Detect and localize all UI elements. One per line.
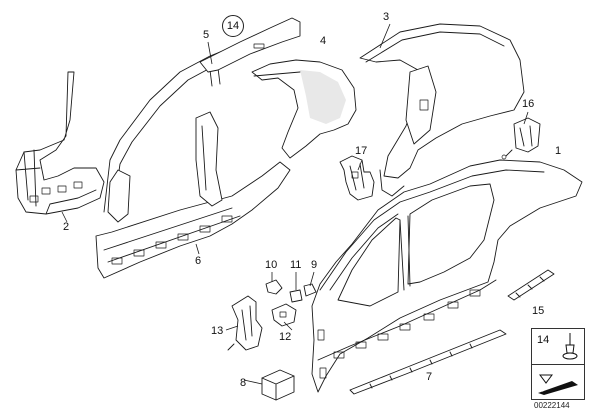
callout-16: 16 <box>522 98 535 110</box>
part-6-side-frame-inner[interactable] <box>95 19 297 279</box>
callout-2: 2 <box>63 221 70 233</box>
callout-8: 8 <box>240 377 247 389</box>
part-17-bracket[interactable] <box>339 155 375 201</box>
legend-divider <box>532 364 584 365</box>
callout-13: 13 <box>211 325 224 337</box>
part-8-block[interactable] <box>261 369 295 401</box>
part-2-a-pillar-reinforcement[interactable] <box>15 71 105 215</box>
callout-3: 3 <box>383 11 390 23</box>
callout-1: 1 <box>555 145 562 157</box>
part-9-bracket[interactable] <box>303 283 317 297</box>
callout-15: 15 <box>532 305 545 317</box>
part-5-roof-rail[interactable] <box>199 17 301 73</box>
callout-10: 10 <box>265 259 278 271</box>
callout-12: 12 <box>279 331 292 343</box>
part-10-bracket[interactable] <box>265 279 283 295</box>
callout-4: 4 <box>320 35 327 47</box>
part-11-bracket[interactable] <box>289 289 303 303</box>
legend-label-14: 14 <box>537 334 550 346</box>
callout-7: 7 <box>426 371 433 383</box>
part-3-rear-quarter-outer[interactable] <box>359 23 525 197</box>
part-16-bracket[interactable] <box>501 117 541 160</box>
callout-14-circled: 14 <box>222 15 244 37</box>
arrow-symbol-icon <box>538 374 578 395</box>
part-7-sill-strip[interactable] <box>349 329 507 395</box>
callout-17: 17 <box>355 145 368 157</box>
part-12-bracket[interactable] <box>271 303 297 327</box>
part-4-rear-wheel-arch-panel[interactable] <box>251 59 357 159</box>
callout-11: 11 <box>290 259 302 271</box>
legend-box: 14 <box>531 328 585 400</box>
callout-6: 6 <box>195 255 202 267</box>
callout-5: 5 <box>203 29 210 41</box>
diagram-id: 00222144 <box>534 401 570 410</box>
part-15-trim-strip[interactable] <box>507 269 555 301</box>
callout-9: 9 <box>311 259 318 271</box>
part-1-side-frame-complete[interactable] <box>311 159 583 393</box>
part-13-bracket[interactable] <box>227 295 263 351</box>
rivet-icon <box>562 333 578 360</box>
